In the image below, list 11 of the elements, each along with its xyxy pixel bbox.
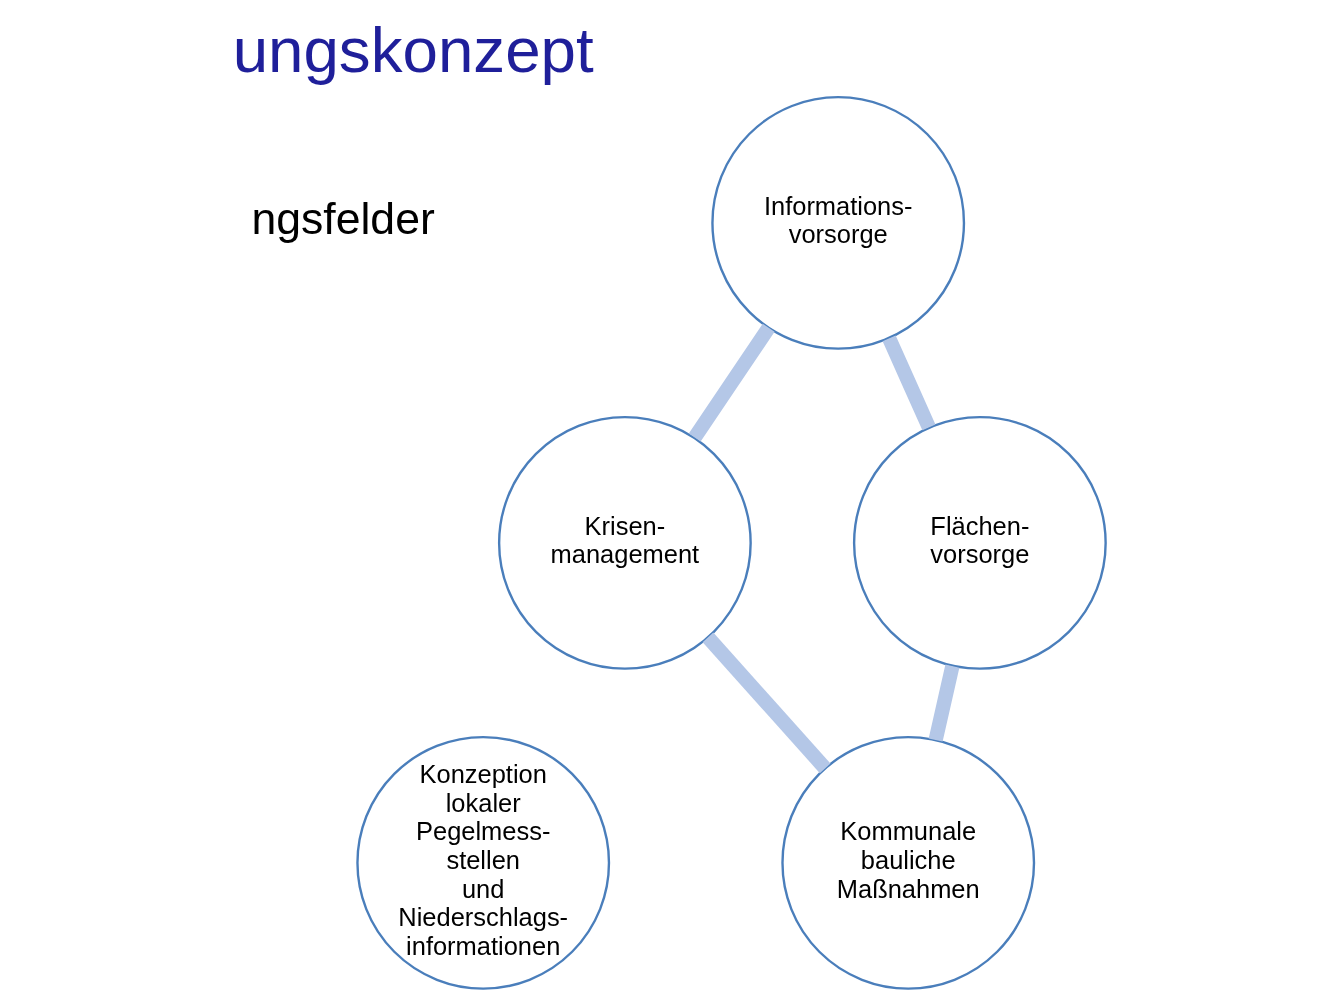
connector: [882, 335, 935, 431]
node-circle: Flächen- vorsorge: [852, 415, 1107, 670]
connector: [688, 323, 775, 442]
label: ngsfelder: [250, 193, 435, 243]
connector: [928, 664, 959, 742]
connector: [702, 632, 830, 774]
diagram-title: ungskonzept: [232, 13, 594, 85]
node-circle: Konzeption lokaler Pegelmess- stellen und Niederschlags- informationen: [355, 735, 610, 990]
node-circle: Informations- vorsorge: [710, 95, 965, 350]
node-circle: Krisen- management: [497, 415, 752, 670]
node-circle: Kommunale bauliche Maßnahmen: [780, 735, 1035, 990]
